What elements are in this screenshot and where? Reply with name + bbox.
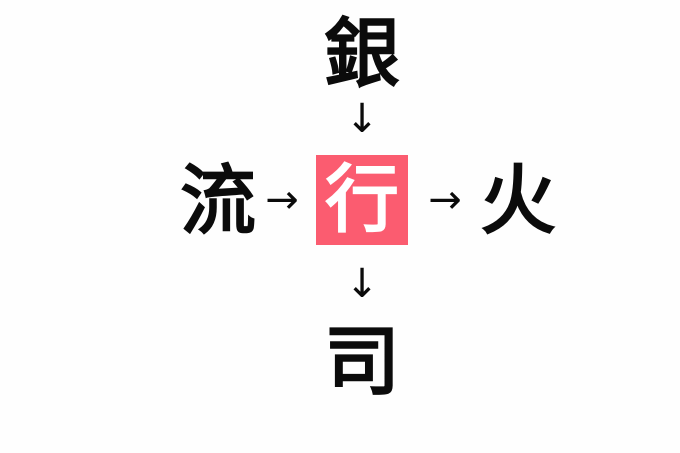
arrow-right-left-icon: → bbox=[265, 177, 299, 223]
kanji-left: 流 bbox=[180, 156, 256, 245]
center-kanji-tile: 行 bbox=[316, 155, 408, 245]
kanji-bottom: 司 bbox=[324, 317, 400, 406]
kanji-center: 行 bbox=[325, 157, 399, 243]
kanji-top: 銀 bbox=[324, 9, 400, 98]
arrow-down-top-icon: ↓ bbox=[345, 96, 379, 142]
arrow-down-bottom-icon: ↓ bbox=[345, 261, 379, 307]
arrow-right-right-icon: → bbox=[428, 177, 462, 223]
kanji-right: 火 bbox=[480, 156, 556, 245]
